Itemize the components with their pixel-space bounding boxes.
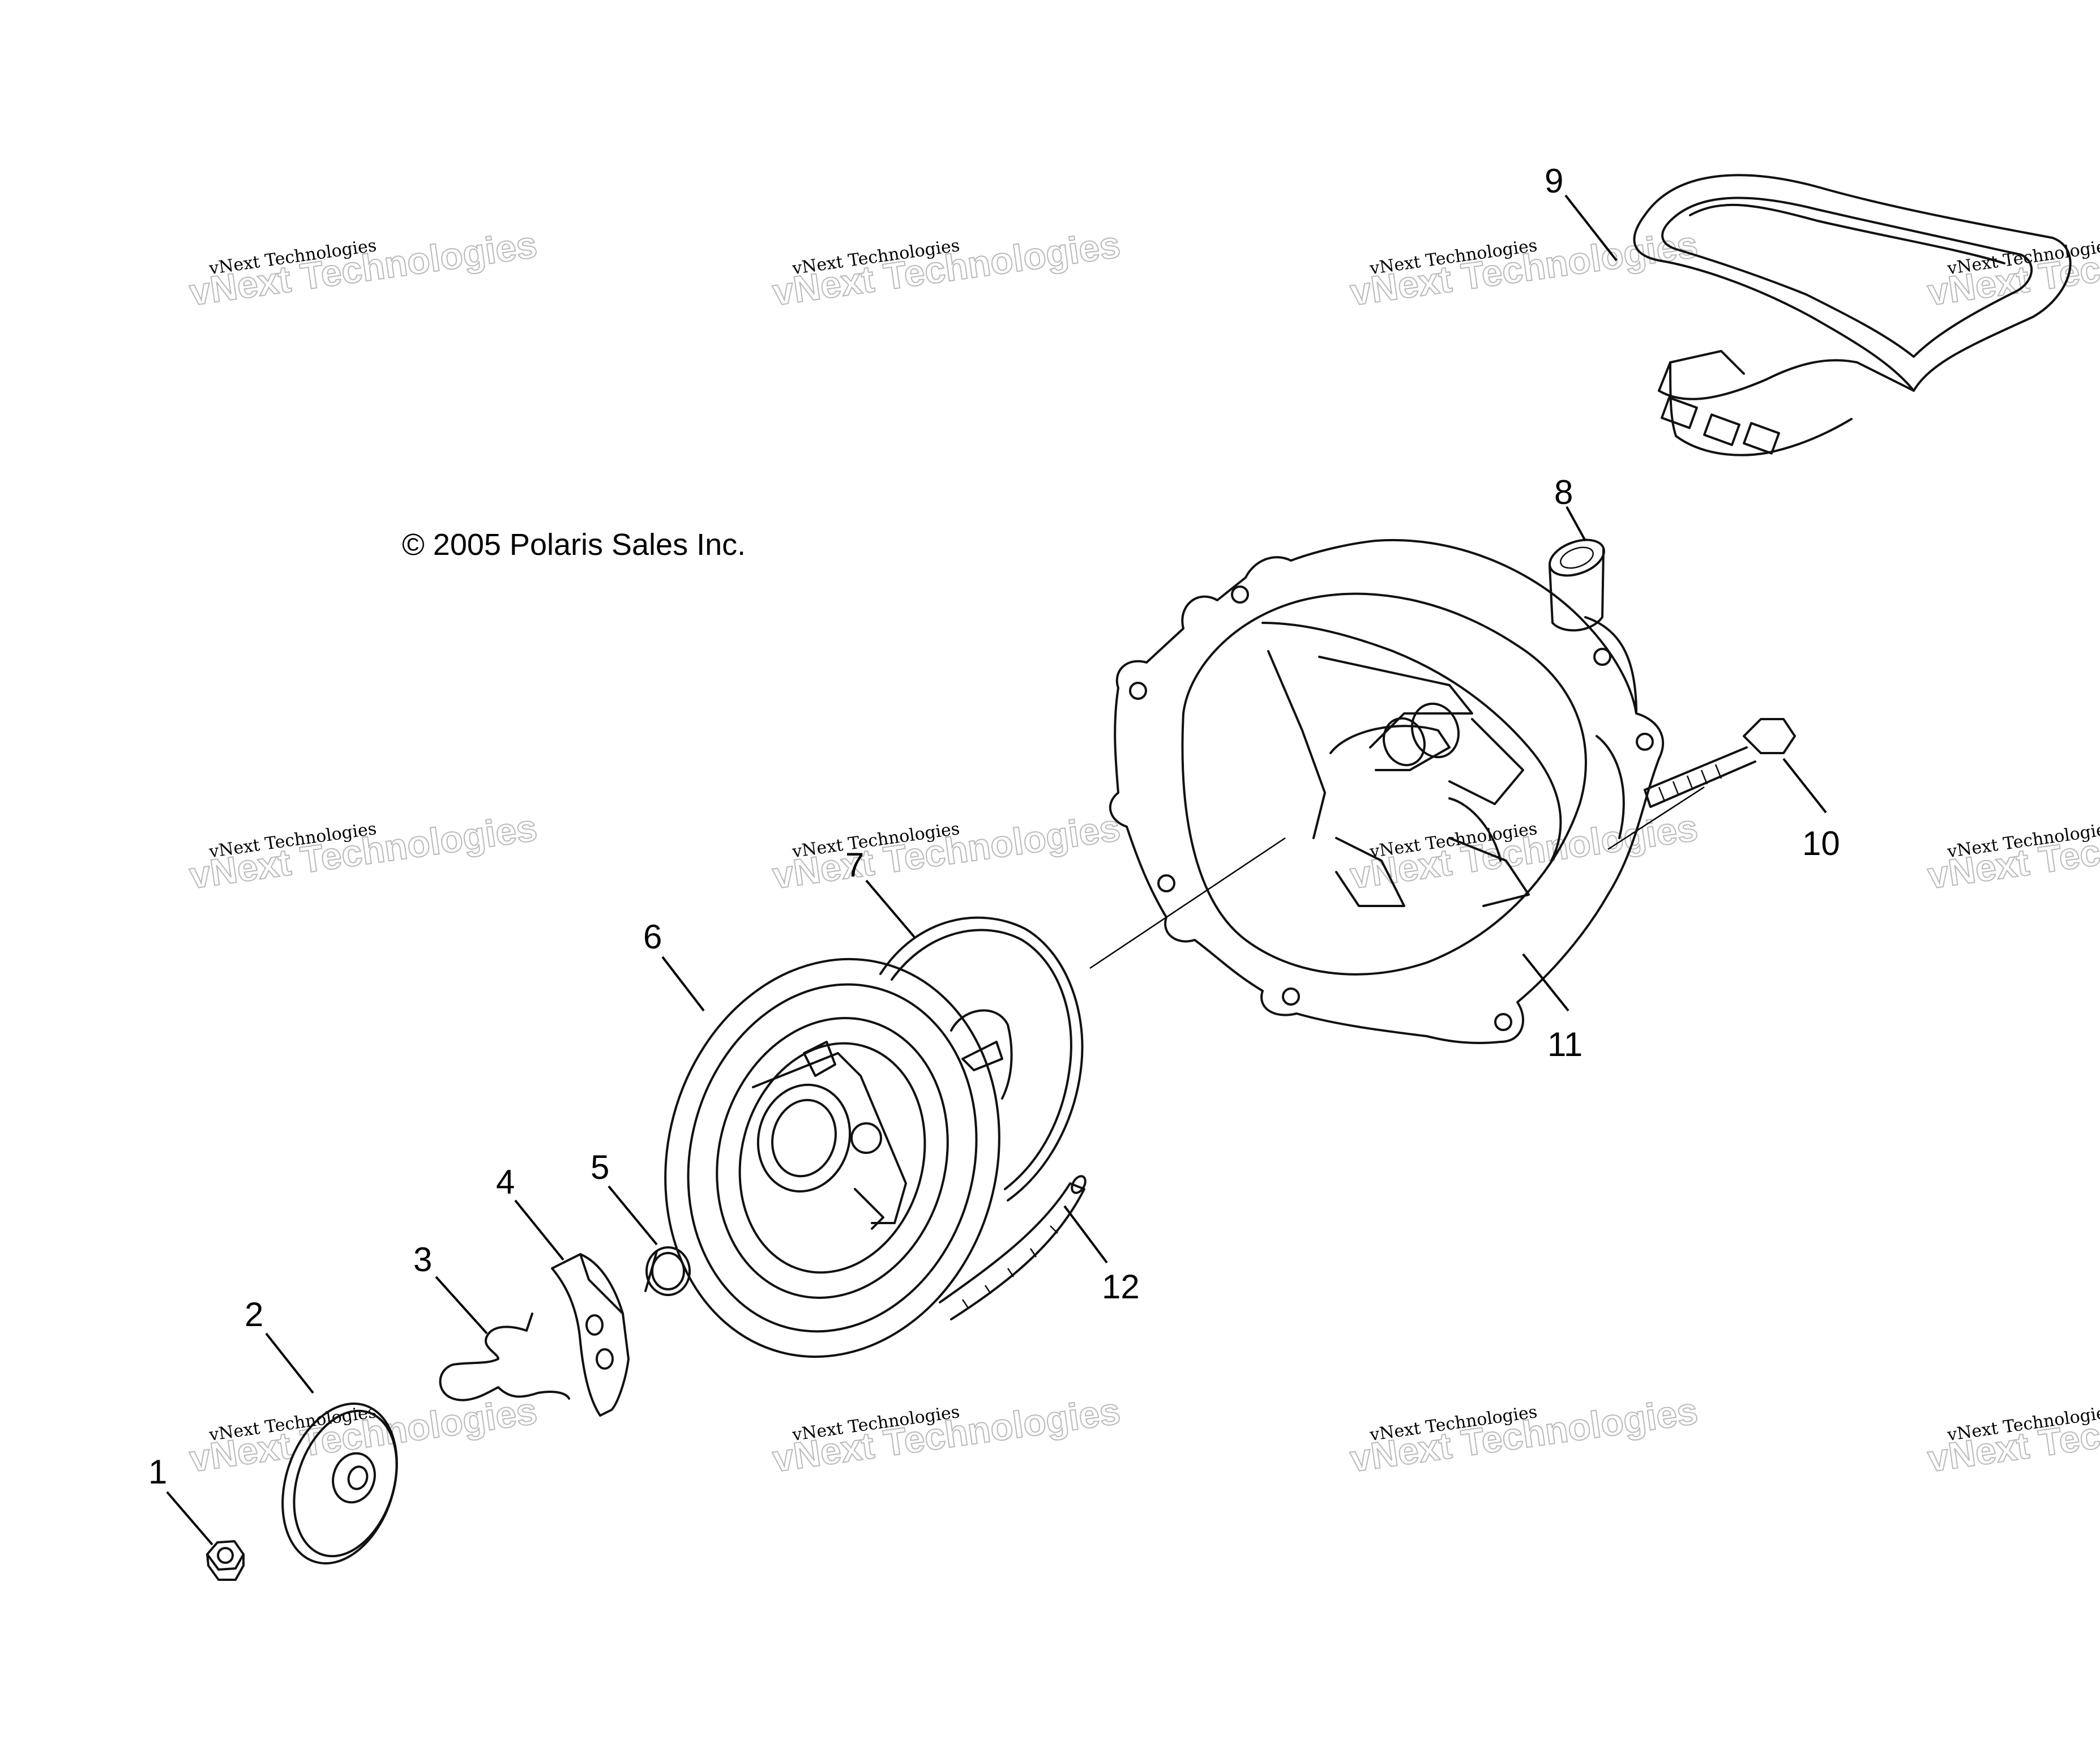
part-4-pawl	[551, 1253, 630, 1417]
leader-3	[435, 1276, 488, 1335]
watermark: vNext Technologies vNext Technologies	[769, 1389, 1123, 1480]
callout-8: 8	[1554, 473, 1573, 511]
part-11-starter-housing	[1109, 538, 1665, 1044]
callout-12: 12	[1102, 1268, 1140, 1306]
leader-lines	[166, 194, 1827, 1546]
watermark: vNext Technologies vNext Technologies	[1347, 1389, 1701, 1480]
part-1-nut	[206, 1540, 245, 1581]
callout-10: 10	[1802, 824, 1840, 862]
callout-9: 9	[1545, 162, 1563, 200]
leader-2	[265, 1332, 314, 1394]
callout-4: 4	[496, 1163, 515, 1201]
copyright-notice: © 2005 Polaris Sales Inc.	[402, 528, 746, 562]
leader-10	[1782, 758, 1827, 814]
leader-4	[514, 1199, 564, 1261]
callout-7: 7	[845, 846, 864, 884]
leader-8	[1566, 506, 1586, 541]
part-9-recoil-handle	[1633, 174, 2072, 456]
leader-11	[1522, 953, 1569, 1012]
part-6-pulley	[664, 957, 1013, 1358]
leader-6	[661, 956, 705, 1012]
part-5-pawl-spring	[644, 1246, 691, 1296]
assembly-axis	[1089, 786, 1705, 969]
leader-5	[608, 1185, 658, 1246]
callout-5: 5	[591, 1148, 609, 1186]
part-10-bolt	[1644, 718, 1796, 808]
watermark: vNext Technologies vNext Technologies	[186, 223, 540, 314]
watermark: vNext Technologies vNext Technologies	[186, 806, 540, 897]
callout-1: 1	[148, 1453, 167, 1491]
callout-6: 6	[643, 918, 662, 956]
watermark: vNext Technologies vNext Technologies	[769, 223, 1123, 314]
part-2-friction-plate	[281, 1403, 398, 1564]
watermark: vNext Technologies vNext Technologies	[1924, 223, 2100, 314]
part-12-starter-rope	[939, 1175, 1087, 1320]
leader-9	[1564, 194, 1618, 262]
part-3-spring-clip	[439, 1313, 570, 1401]
watermark: vNext Technologies vNext Technologies	[1924, 1389, 2100, 1480]
watermark: vNext Technologies vNext Technologies	[1924, 806, 2100, 897]
callout-2: 2	[245, 1296, 263, 1333]
callout-3: 3	[413, 1241, 432, 1279]
part-7-spring-plate	[879, 916, 1084, 1202]
callout-numbers: 1 2 3 4 5 6 7 8 9 10 11 12	[148, 162, 1840, 1491]
watermark: vNext Technologies vNext Technologies	[186, 1389, 540, 1480]
callout-11: 11	[1547, 1025, 1583, 1063]
leader-7	[865, 879, 916, 938]
watermark: vNext Technologies vNext Technologies	[769, 806, 1123, 897]
part-8-bushing	[1549, 538, 1605, 632]
leader-12	[1063, 1205, 1108, 1264]
watermark: vNext Technologies vNext Technologies	[1347, 806, 1701, 897]
leader-1	[166, 1491, 213, 1546]
watermark: vNext Technologies vNext Technologies	[1347, 223, 1701, 314]
